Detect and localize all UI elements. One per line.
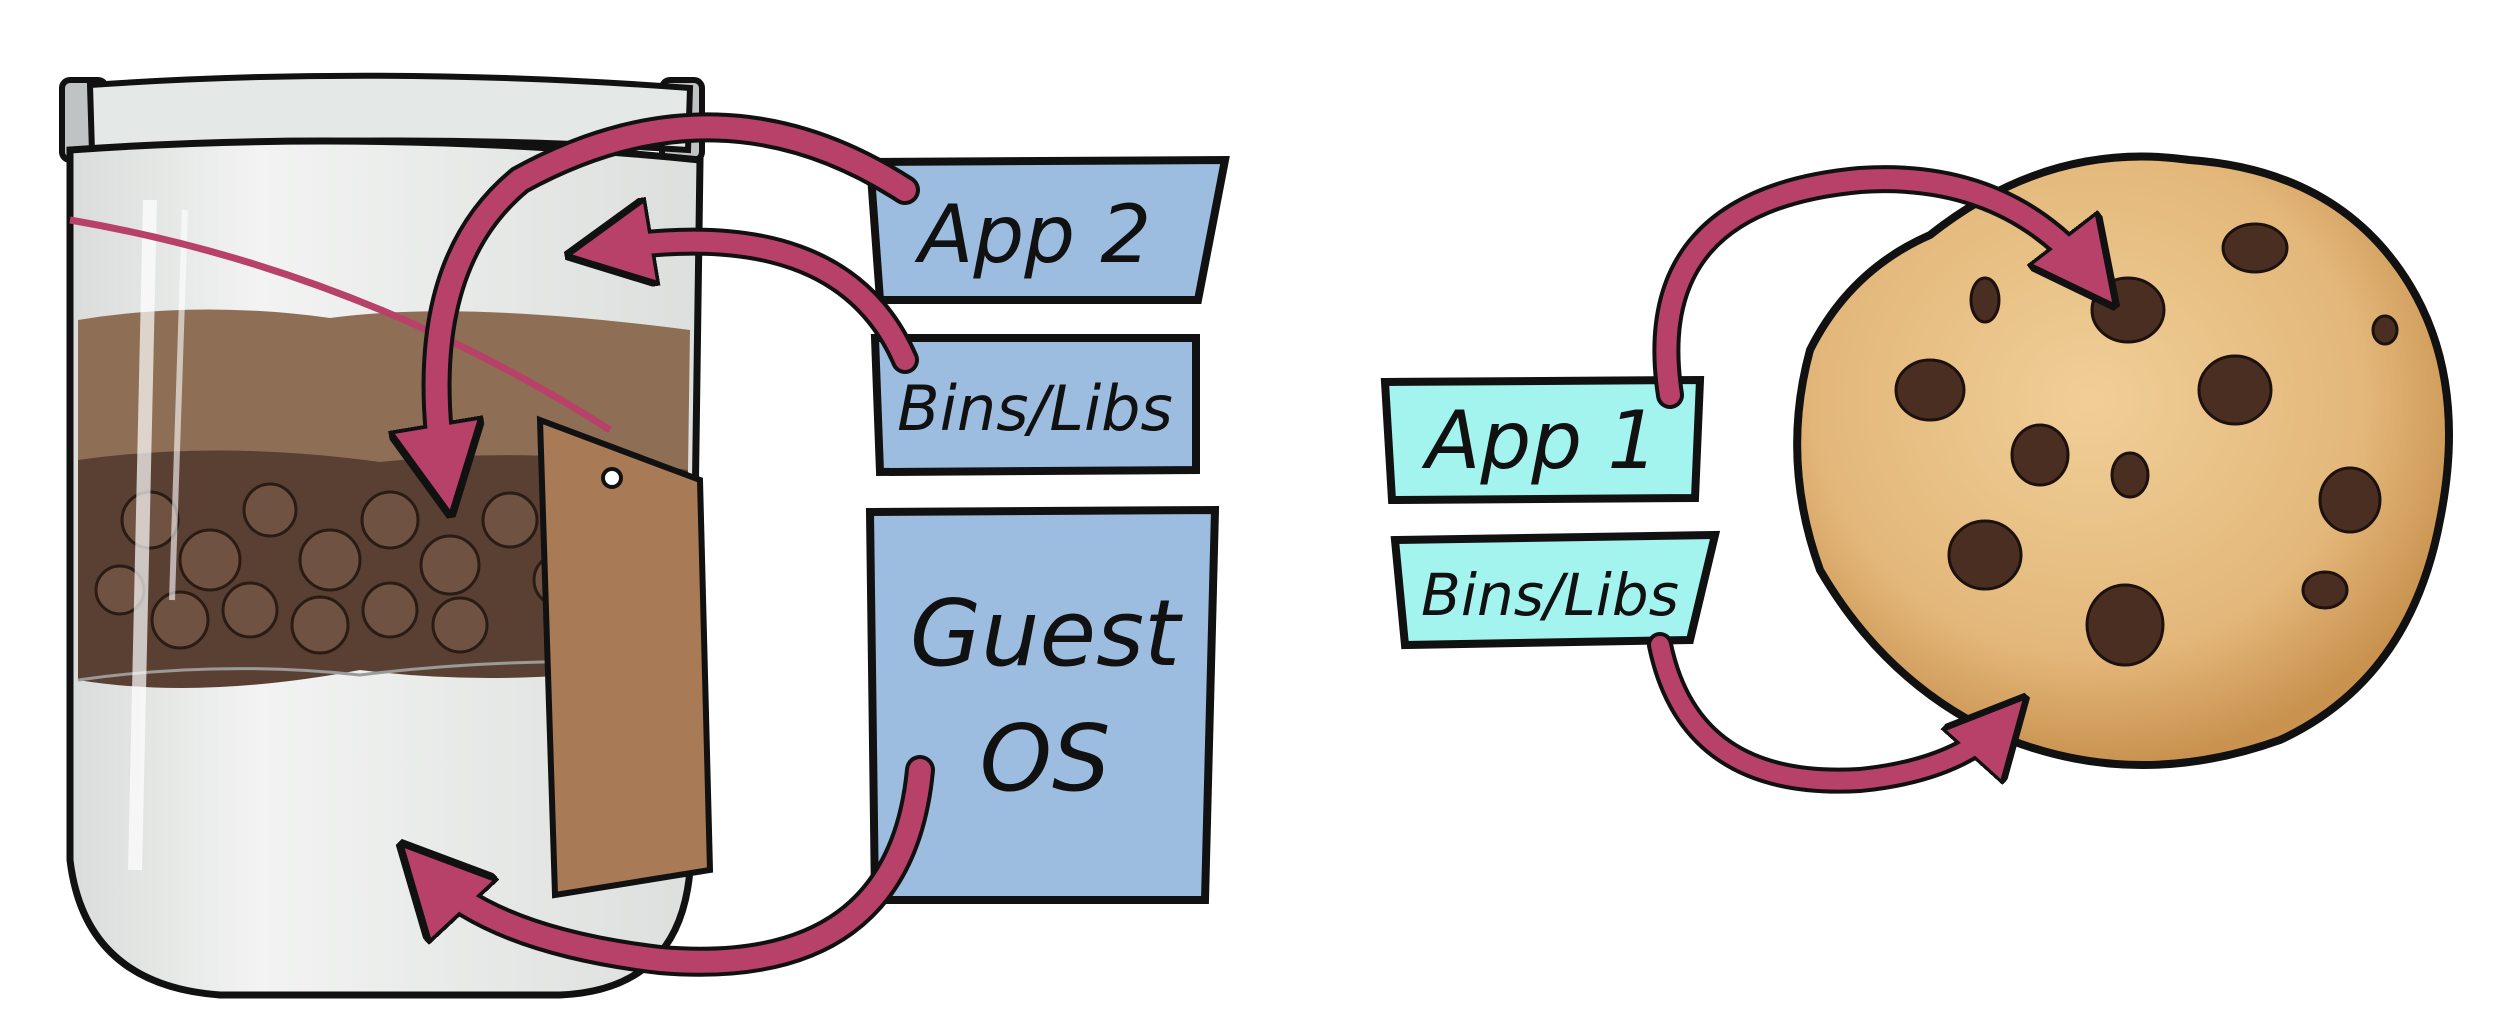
- chocolate-chip-cookie-icon: [1793, 152, 2453, 769]
- bins-libs-box-right: Bins/Libs: [1390, 530, 1721, 650]
- app2-label: App 2: [914, 188, 1152, 281]
- app1-box: App 1: [1380, 375, 1705, 505]
- bins-libs-box-left: Bins/Libs: [870, 334, 1200, 477]
- curved-arrow-icon: [425, 112, 2095, 977]
- tag-icon: [536, 415, 714, 899]
- guest-os-label-line2: OS: [980, 705, 1111, 812]
- guest-os-box: Guest OS: [865, 505, 1220, 904]
- app1-label: App 1: [1421, 394, 1659, 487]
- guest-os-label-line1: Guest: [910, 580, 1183, 687]
- container-lightweight: App 1 Bins/Libs: [1380, 375, 1721, 650]
- cookie-mix-jar-icon: [59, 72, 714, 999]
- container-stack: App 2 Bins/Libs Guest OS: [865, 155, 1230, 904]
- bins-libs-label-left: Bins/Libs: [897, 372, 1173, 445]
- bins-libs-label-right: Bins/Libs: [1421, 561, 1679, 629]
- app2-box: App 2: [865, 155, 1230, 304]
